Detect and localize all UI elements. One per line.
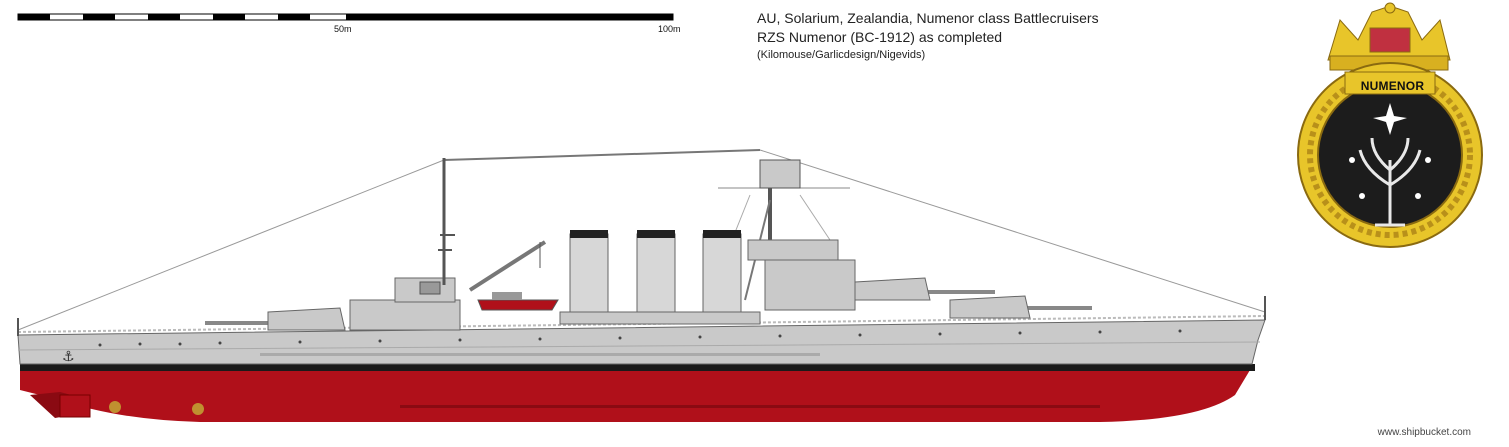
- ship-class-title: AU, Solarium, Zealandia, Numenor class B…: [757, 10, 1099, 26]
- site-credit: www.shipbucket.com: [1377, 427, 1471, 438]
- svg-text:⚓: ⚓: [62, 349, 75, 365]
- scale-label-100m: 100m: [658, 24, 681, 34]
- white-tree-icon: [1358, 137, 1422, 227]
- ship-profile-drawing: ⚓: [17, 149, 1266, 422]
- scale-bar: [17, 13, 674, 21]
- stars-icon: [1349, 103, 1431, 199]
- scale-label-50m: 50m: [334, 24, 352, 34]
- naval-crown-icon: [1327, 2, 1451, 71]
- crest-ship-name: NUMENOR: [1360, 79, 1425, 93]
- authors-credit: (Kilomouse/Garlicdesign/Nigevids): [757, 49, 926, 61]
- ship-name-title: RZS Numenor (BC-1912) as completed: [757, 29, 1003, 45]
